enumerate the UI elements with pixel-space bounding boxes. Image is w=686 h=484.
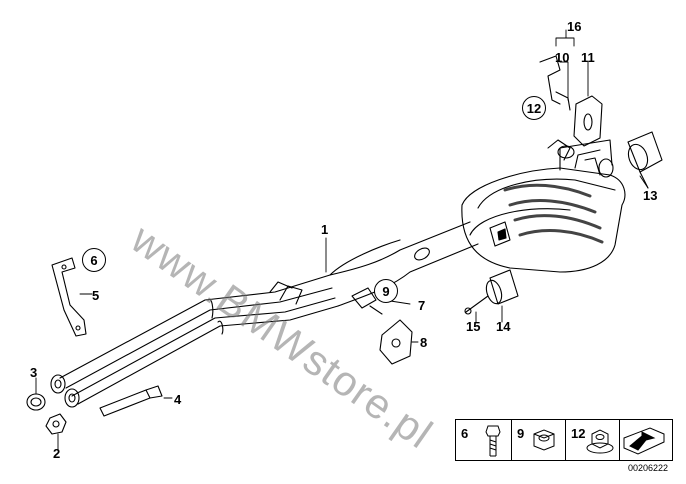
label-part-10: 10 xyxy=(555,50,570,65)
label-part-5: 5 xyxy=(92,288,100,303)
legend-cell-6: 6 xyxy=(456,420,512,460)
label-part-8: 8 xyxy=(420,335,428,350)
legend-cell-9: 9 xyxy=(512,420,566,460)
rear-silencer xyxy=(461,167,626,273)
label-part-11: 11 xyxy=(581,50,595,65)
mount-11 xyxy=(573,95,603,147)
bracket-5 xyxy=(51,257,87,337)
label-part-13: 13 xyxy=(643,188,658,203)
legend-cell-12: 12 xyxy=(566,420,620,460)
legend-box: 6 9 12 xyxy=(455,419,673,461)
label-part-3: 3 xyxy=(30,365,38,380)
document-id: 00206222 xyxy=(628,463,669,473)
leader-lines xyxy=(35,29,649,451)
label-part-15: 15 xyxy=(466,319,481,334)
label-part-16: 16 xyxy=(567,19,582,34)
label-part-6-circled: 6 xyxy=(82,248,106,272)
label-part-4: 4 xyxy=(174,392,182,407)
clamp-7 xyxy=(351,287,383,315)
legend-number: 9 xyxy=(517,426,525,441)
front-pipes xyxy=(50,274,339,408)
legend-cell-arrow xyxy=(620,420,672,460)
hanger-8 xyxy=(379,319,413,365)
label-part-14: 14 xyxy=(496,319,511,334)
rubber-mount-14 xyxy=(485,269,519,305)
label-part-12-circled: 12 xyxy=(522,96,546,120)
flange-nut-icon xyxy=(586,429,614,454)
direction-arrow-icon xyxy=(623,427,665,455)
tail-pipes xyxy=(557,131,663,189)
bolt-icon xyxy=(485,425,501,457)
label-part-7: 7 xyxy=(418,298,426,313)
label-part-2: 2 xyxy=(53,446,61,461)
label-part-9-circled: 9 xyxy=(374,279,398,303)
nut-2 xyxy=(45,413,67,435)
label-part-1: 1 xyxy=(321,222,329,237)
bolt-4 xyxy=(99,385,163,417)
ring-3 xyxy=(26,393,46,411)
clamp-near-tail xyxy=(547,139,571,161)
legend-number: 6 xyxy=(461,426,469,441)
middle-pipe xyxy=(329,221,479,307)
nut-icon xyxy=(533,429,555,451)
bolt-15 xyxy=(464,295,489,315)
legend-number: 12 xyxy=(571,426,586,441)
